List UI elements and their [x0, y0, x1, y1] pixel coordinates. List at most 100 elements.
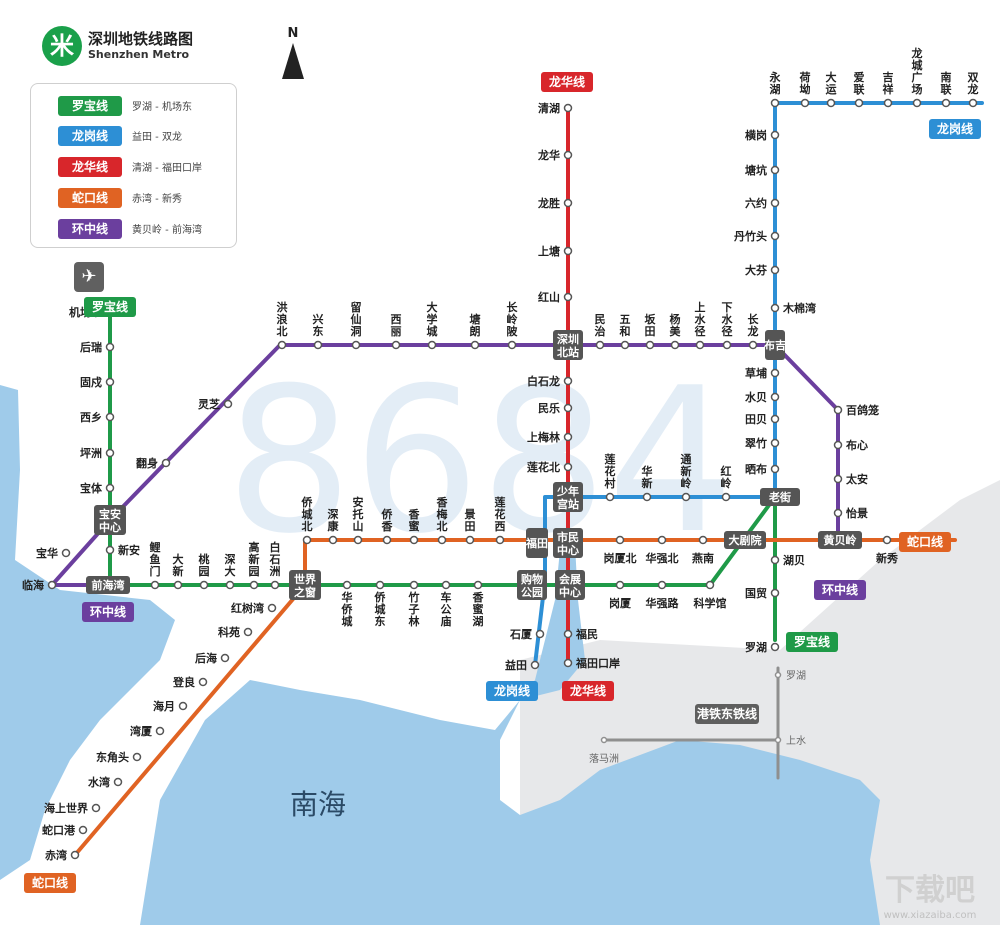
station-dot[interactable] [774, 736, 782, 744]
station-label[interactable]: 罗湖 [745, 640, 767, 654]
station-dot[interactable] [105, 342, 115, 352]
station-label[interactable]: 白石龙 [527, 374, 560, 388]
station-label[interactable]: 莲花北 [527, 460, 560, 474]
station-label[interactable]: 湖贝 [783, 553, 805, 567]
station-label[interactable]: 科苑 [218, 625, 240, 639]
station-dot[interactable] [530, 660, 540, 670]
station-dot[interactable] [770, 414, 780, 424]
station-label[interactable]: 五和 [620, 313, 631, 338]
station-label[interactable]: 翠竹 [745, 436, 767, 450]
station-dot[interactable] [470, 340, 480, 350]
station-label[interactable]: 香梅北 [436, 495, 449, 533]
station-dot[interactable] [833, 508, 843, 518]
legend-row[interactable]: 龙岗线益田 - 双龙 [58, 125, 182, 147]
station-dot[interactable] [267, 603, 277, 613]
station-dot[interactable] [563, 376, 573, 386]
station-label[interactable]: 华新 [642, 464, 653, 490]
station-dot[interactable] [382, 535, 392, 545]
station-label[interactable]: 木棉湾 [782, 301, 816, 315]
station-dot[interactable] [223, 399, 233, 409]
interchange-box[interactable] [818, 531, 862, 549]
interchange-box[interactable] [86, 576, 130, 594]
station-dot[interactable] [178, 701, 188, 711]
interchange-label[interactable]: 前海湾 [92, 578, 125, 592]
station-label[interactable]: 白石洲 [269, 540, 281, 578]
station-label[interactable]: 杨美 [670, 312, 682, 338]
station-label[interactable]: 六约 [745, 196, 767, 210]
station-label[interactable]: 竹子林 [408, 590, 420, 628]
station-label[interactable]: 洪浪北 [277, 300, 288, 338]
station-dot[interactable] [563, 150, 573, 160]
station-label[interactable]: 高新园 [249, 540, 260, 578]
interchange-label[interactable]: 黄贝岭 [824, 533, 857, 547]
station-label[interactable]: 罗湖 [786, 670, 806, 682]
station-label[interactable]: 东角头 [96, 750, 129, 764]
station-dot[interactable] [563, 403, 573, 413]
station-label[interactable]: 鲤鱼门 [149, 540, 161, 578]
station-dot[interactable] [437, 535, 447, 545]
station-label[interactable]: 留仙洞 [351, 300, 362, 338]
line-tag[interactable] [486, 681, 538, 701]
station-label[interactable]: 侨香 [381, 507, 394, 533]
station-label[interactable]: 大学城 [427, 300, 438, 338]
station-dot[interactable] [657, 580, 667, 590]
station-dot[interactable] [770, 642, 780, 652]
station-label[interactable]: 红树湾 [231, 601, 264, 615]
station-label[interactable]: 兴东 [313, 312, 324, 338]
station-dot[interactable] [722, 340, 732, 350]
station-dot[interactable] [441, 580, 451, 590]
legend-row[interactable]: 蛇口线赤湾 - 新秀 [58, 187, 182, 209]
station-dot[interactable] [615, 580, 625, 590]
station-dot[interactable] [391, 340, 401, 350]
station-dot[interactable] [270, 580, 280, 590]
station-dot[interactable] [342, 580, 352, 590]
station-dot[interactable] [826, 98, 836, 108]
station-label[interactable]: 水湾 [88, 775, 110, 789]
station-dot[interactable] [243, 627, 253, 637]
station-dot[interactable] [642, 492, 652, 502]
station-label[interactable]: 荷坳 [799, 70, 811, 96]
station-label[interactable]: 益田 [505, 658, 527, 672]
station-label[interactable]: 永湖 [769, 70, 782, 96]
station-label[interactable]: 上梅林 [527, 430, 560, 444]
station-label[interactable]: 侨城北 [301, 495, 314, 533]
station-dot[interactable] [155, 726, 165, 736]
station-label[interactable]: 湾厦 [130, 724, 153, 738]
station-dot[interactable] [600, 736, 608, 744]
legend-row[interactable]: 龙华线清湖 - 福田口岸 [58, 156, 202, 178]
station-dot[interactable] [105, 377, 115, 387]
station-label[interactable]: 福民 [575, 627, 598, 641]
station-label[interactable]: 车公庙 [441, 590, 452, 628]
station-label[interactable]: 海月 [153, 699, 175, 713]
station-dot[interactable] [941, 98, 951, 108]
station-label[interactable]: 登良 [172, 675, 195, 689]
station-dot[interactable] [705, 580, 715, 590]
interchange-box[interactable] [289, 570, 321, 600]
interchange-label[interactable]: 购物公园 [521, 572, 543, 599]
station-dot[interactable] [328, 535, 338, 545]
interchange-box[interactable] [553, 528, 583, 558]
station-label[interactable]: 莲花西 [495, 495, 506, 533]
station-label[interactable]: 百鸽笼 [846, 403, 879, 417]
station-label[interactable]: 丹竹头 [734, 229, 767, 243]
station-dot[interactable] [563, 658, 573, 668]
station-dot[interactable] [113, 777, 123, 787]
station-label[interactable]: 田贝 [745, 413, 767, 426]
station-dot[interactable] [507, 340, 517, 350]
station-dot[interactable] [833, 474, 843, 484]
station-dot[interactable] [770, 555, 780, 565]
station-dot[interactable] [770, 98, 780, 108]
station-dot[interactable] [535, 629, 545, 639]
interchange-box[interactable] [724, 531, 766, 549]
station-dot[interactable] [409, 535, 419, 545]
station-label[interactable]: 布心 [846, 438, 868, 452]
station-label[interactable]: 双龙 [967, 71, 979, 96]
station-label[interactable]: 上塘 [538, 244, 560, 258]
station-label[interactable]: 塘朗 [470, 312, 481, 338]
interchange-box[interactable] [517, 570, 547, 600]
interchange-box[interactable] [526, 528, 548, 558]
station-dot[interactable] [770, 438, 780, 448]
station-label[interactable]: 南联 [941, 70, 952, 96]
station-label[interactable]: 西丽 [391, 313, 402, 338]
station-dot[interactable] [854, 98, 864, 108]
